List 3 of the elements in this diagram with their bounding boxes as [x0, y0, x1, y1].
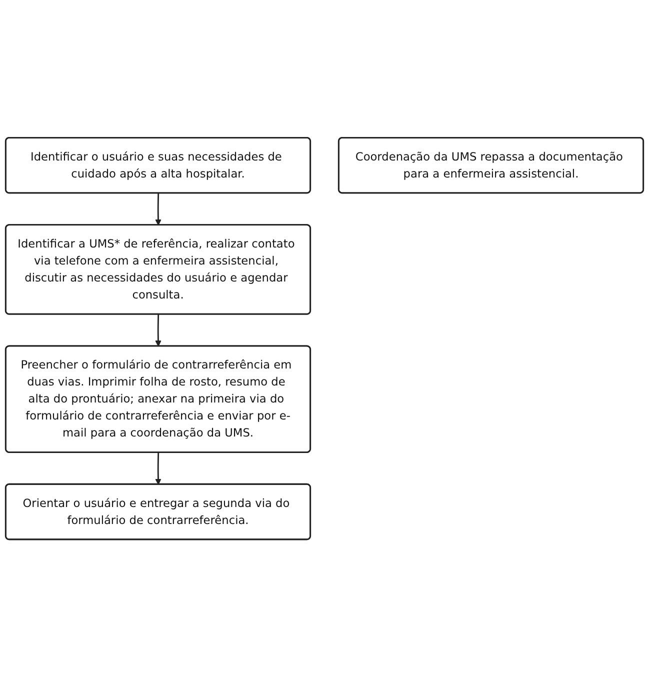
arrow [155, 194, 162, 226]
arrow [155, 453, 162, 486]
arrow [155, 314, 162, 348]
